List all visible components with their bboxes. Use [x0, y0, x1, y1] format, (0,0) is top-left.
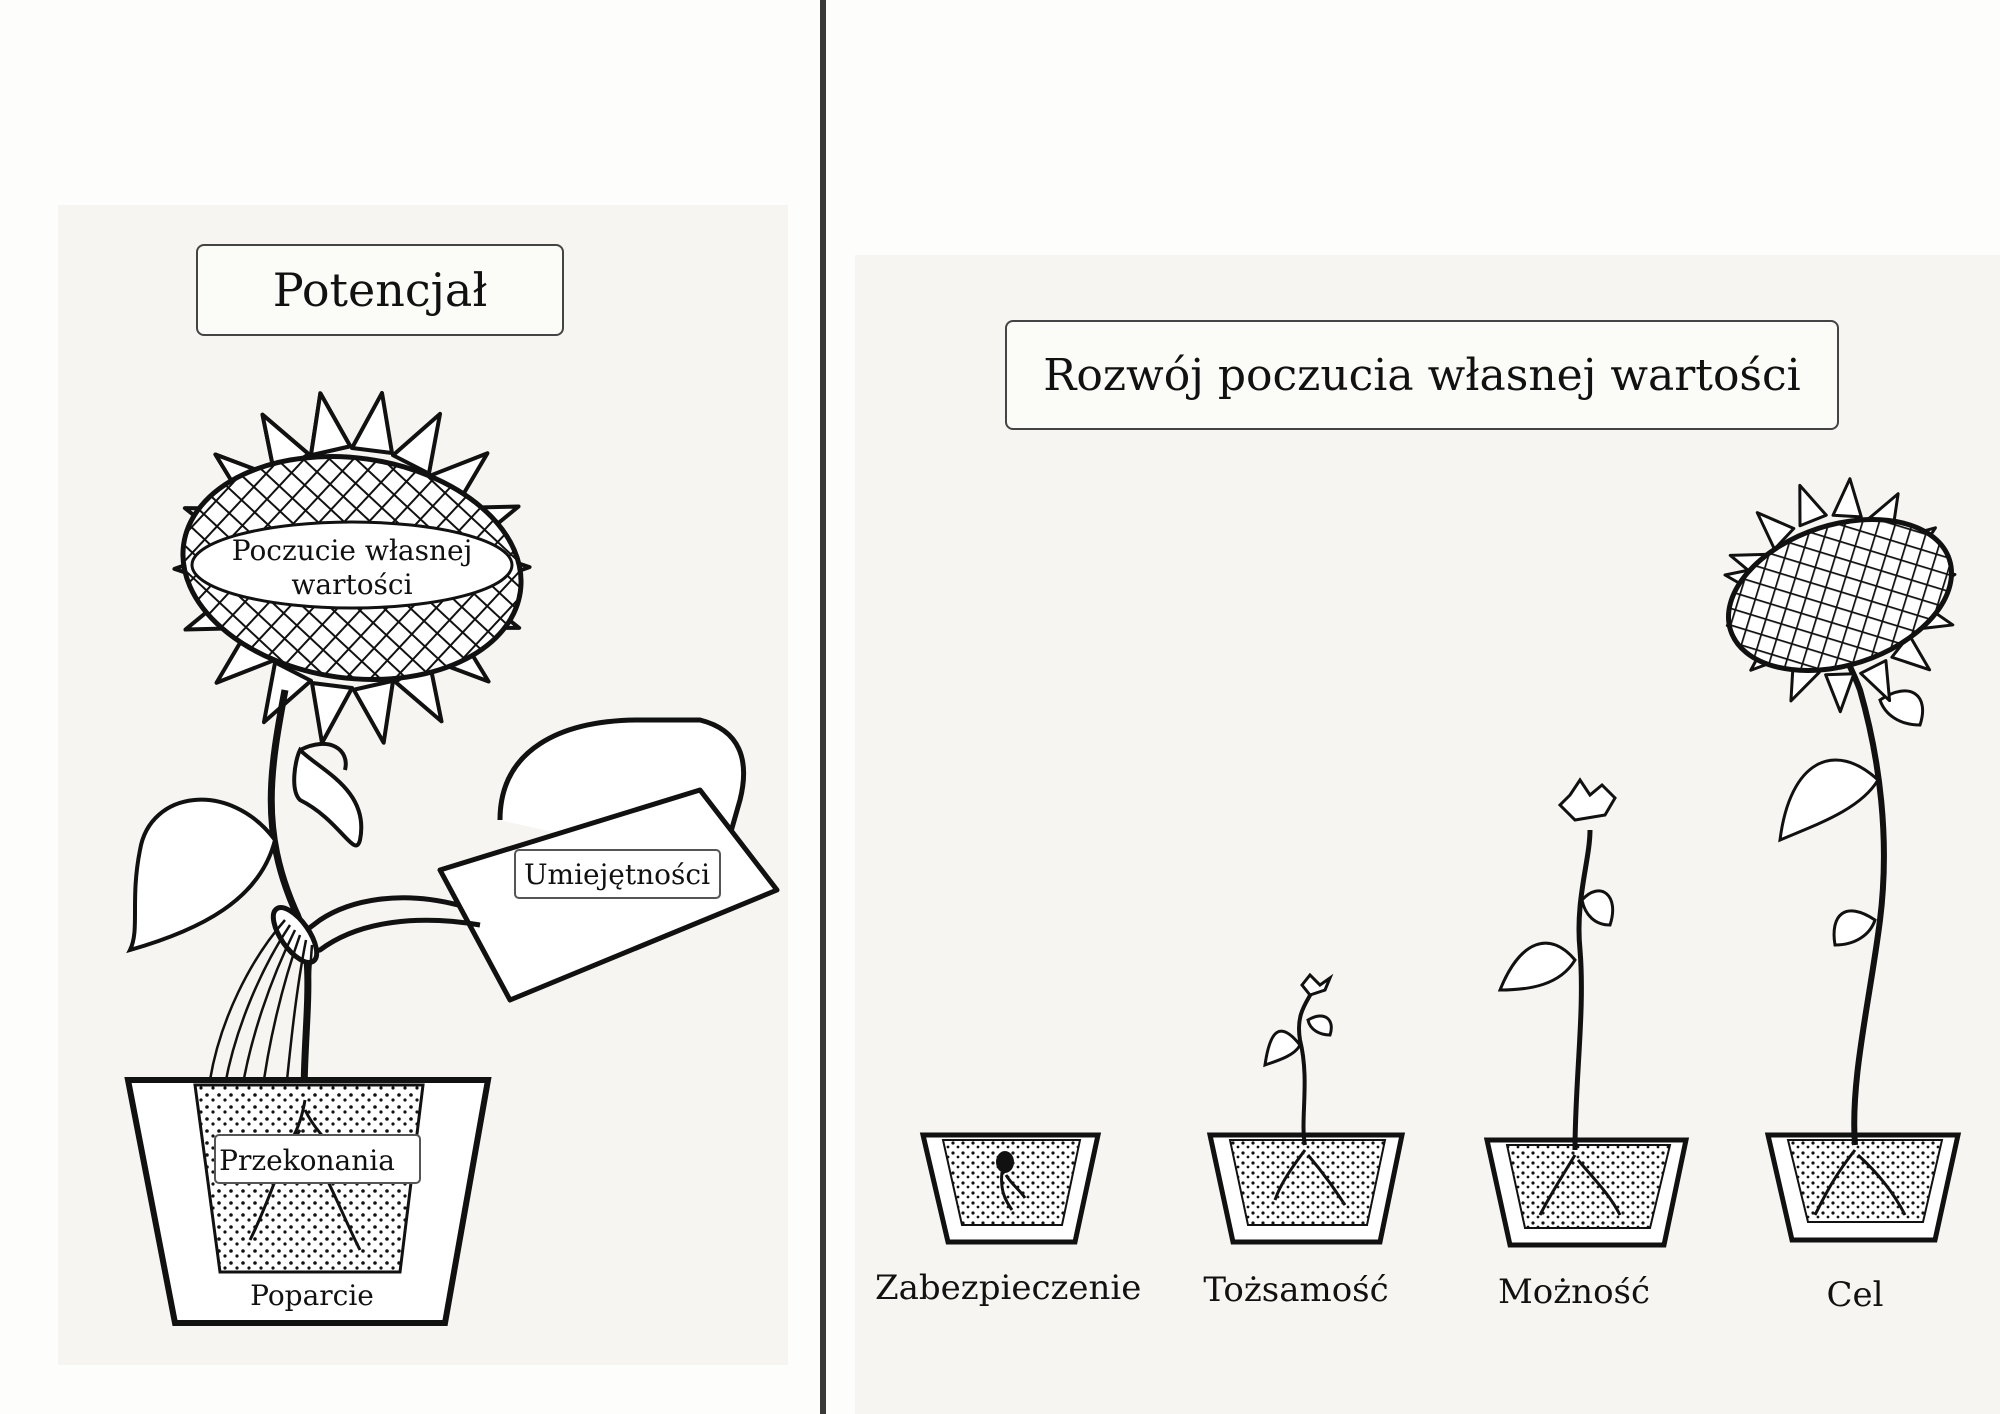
flower-label-oval: [190, 520, 514, 610]
stage-label-cel: Cel: [1826, 1275, 1884, 1315]
seed: [996, 1151, 1014, 1173]
stage-1-pot: [919, 1132, 1102, 1245]
watering-can-label: Umiejętności: [524, 858, 710, 891]
growth-stages-illustration: [919, 477, 1962, 1248]
right-leaf: [292, 746, 364, 848]
development-title: Rozwój poczucia własnej wartości: [1005, 320, 1839, 430]
pot-label: Poparcie: [250, 1279, 374, 1312]
left-panel: Potencjał: [0, 0, 818, 1414]
right-panel: Rozwój poczucia własnej wartości: [830, 0, 2000, 1414]
stage-label-zabezpieczenie: Zabezpieczenie: [875, 1268, 1142, 1308]
can-label-box: [514, 849, 721, 899]
stage-2-pot: [1206, 972, 1406, 1245]
left-leaf: [126, 797, 278, 954]
stage-3-pot: [1483, 777, 1690, 1248]
water-streams: [208, 919, 314, 1101]
stage-label-moznosc: Możność: [1497, 1272, 1651, 1312]
soil-label-box: [214, 1134, 421, 1184]
potential-title: Potencjał: [196, 244, 564, 336]
panel-divider: [820, 0, 826, 1414]
stage-label-tozsamosc: Tożsamość: [1203, 1270, 1389, 1310]
stage-4-pot: [1723, 477, 1962, 1243]
soil-label: Przekonania: [219, 1144, 395, 1177]
